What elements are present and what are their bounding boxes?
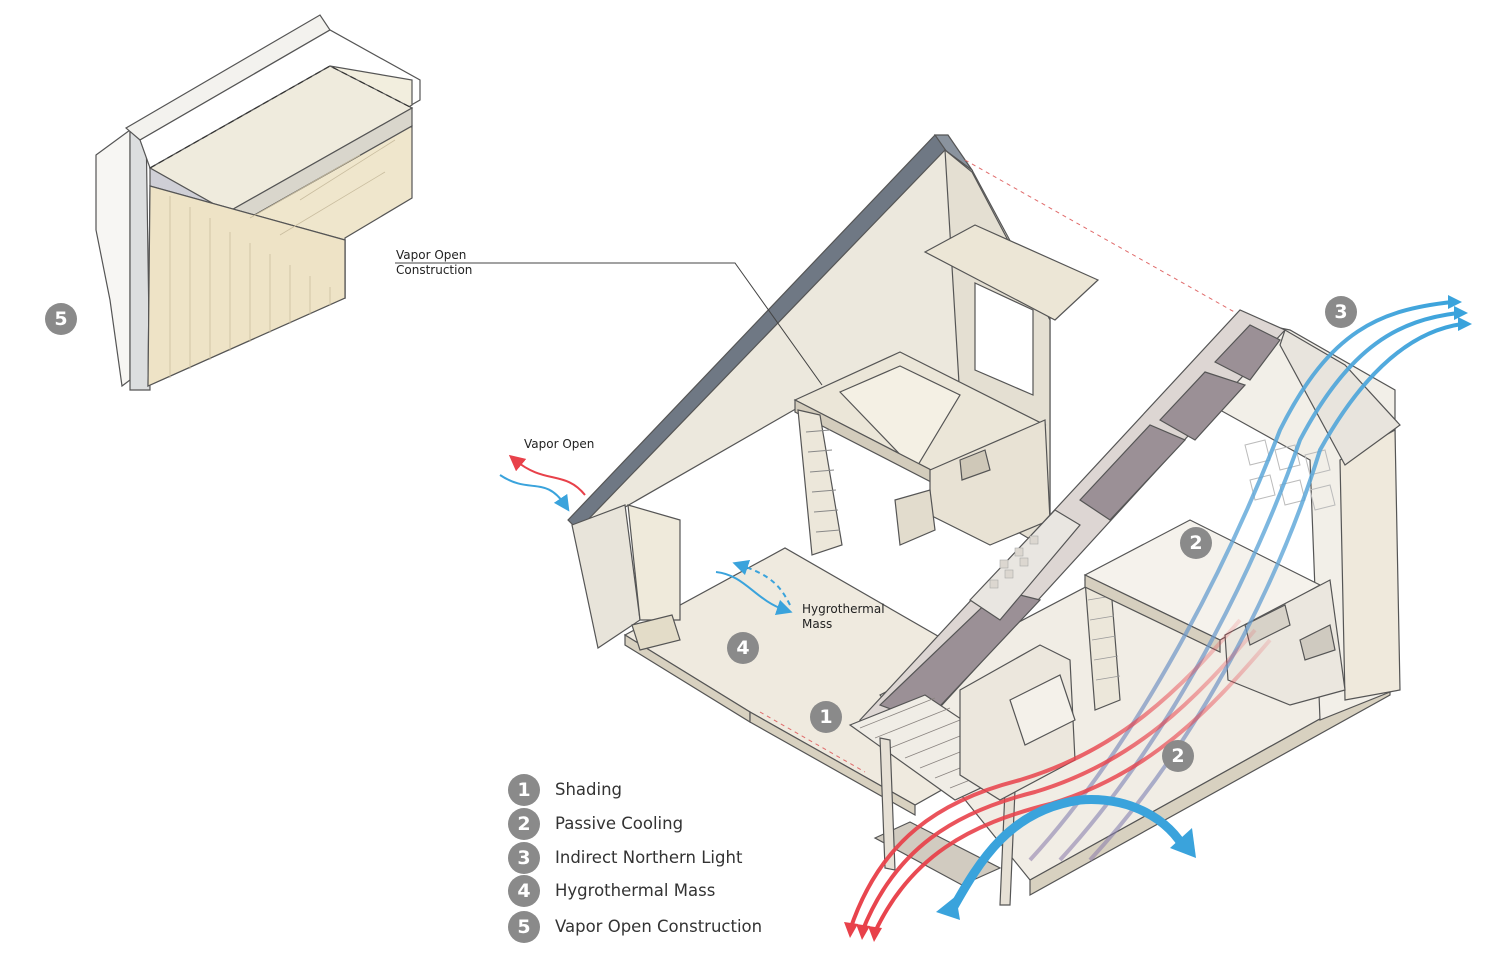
cool-airflow-arrow	[936, 795, 1196, 920]
vapor-open-arrows	[499, 454, 586, 512]
legend-number: 2	[508, 808, 540, 840]
warm-airflow-arrowheads	[844, 922, 882, 942]
north-light-arrowheads	[1448, 295, 1472, 331]
hygrothermal-mass-arrows	[715, 559, 793, 616]
badge-cooling-lower: 2	[1162, 740, 1194, 772]
legend-label: Vapor Open Construction	[555, 917, 763, 936]
callout-vapor-open-construction: Vapor Open Construction	[396, 248, 472, 278]
legend-label: Indirect Northern Light	[555, 848, 743, 867]
legend-label: Hygrothermal Mass	[555, 881, 716, 900]
legend-number: 4	[508, 875, 540, 907]
house-isometric	[848, 309, 1401, 906]
legend-number: 5	[508, 911, 540, 943]
callout-vapor-open: Vapor Open	[524, 437, 594, 452]
callout-hygrothermal-mass: Hygrothermal Mass	[802, 602, 885, 632]
callout-vapor-open-construction-text: Vapor Open Construction	[396, 248, 473, 277]
badge-mass: 4	[727, 632, 759, 664]
callout-vapor-open-text: Vapor Open	[524, 437, 595, 451]
projection-lines	[759, 159, 1246, 773]
callout-hygrothermal-mass-text: Hygrothermal Mass	[802, 602, 885, 631]
badge-detail: 5	[45, 303, 77, 335]
legend-label: Passive Cooling	[555, 814, 684, 833]
legend-number: 3	[508, 842, 540, 874]
badge-north-light: 3	[1325, 296, 1357, 328]
legend-number: 1	[508, 774, 540, 806]
callout-leader-line	[395, 262, 823, 386]
construction-detail	[95, 14, 421, 391]
badge-shading: 1	[810, 701, 842, 733]
badge-cooling-upper: 2	[1180, 527, 1212, 559]
legend-label: Shading	[555, 780, 623, 799]
